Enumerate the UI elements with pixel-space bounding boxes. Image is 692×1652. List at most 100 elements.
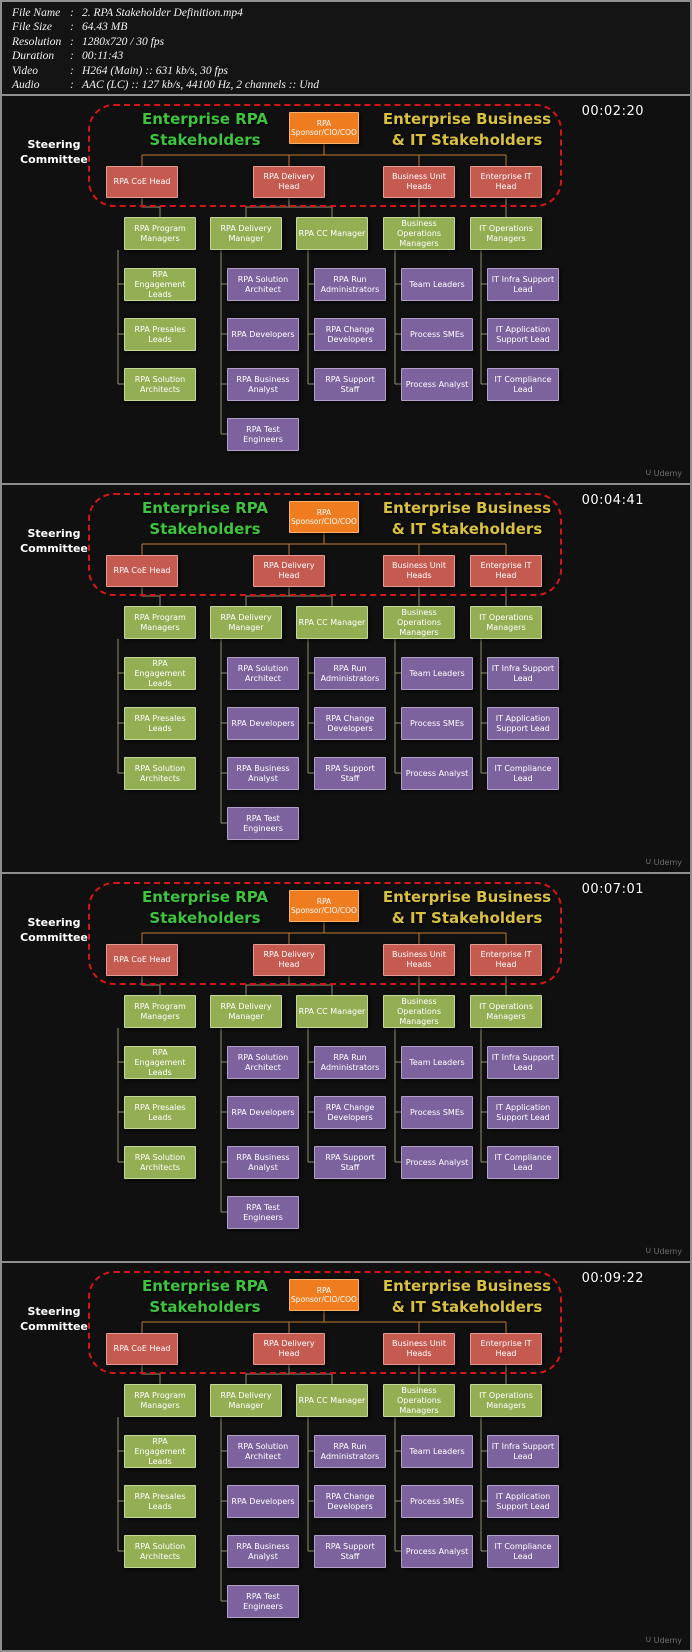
steering-committee-outline: [88, 104, 562, 207]
org-box: RPA Change Developers: [314, 1096, 386, 1129]
org-box: RPA Program Managers: [124, 1384, 196, 1417]
org-box: IT Operations Managers: [470, 217, 542, 250]
org-box: Business Unit Heads: [383, 944, 455, 976]
org-box-label: RPA Developers: [231, 1107, 295, 1117]
org-box: RPA Solution Architects: [124, 368, 196, 401]
org-box: RPA CoE Head: [106, 166, 178, 198]
org-box-label: RPA Support Staff: [325, 1541, 375, 1561]
org-box-label: RPA Delivery Head: [263, 561, 315, 580]
org-box: RPA Business Analyst: [227, 1535, 299, 1568]
org-box-label: IT Compliance Lead: [494, 763, 552, 783]
frame-timestamp: 00:02:20: [581, 104, 644, 119]
org-box: RPA CoE Head: [106, 555, 178, 587]
file-info-label: Audio: [12, 79, 40, 92]
org-box-label: RPA Sponsor/CIO/COO: [291, 1285, 357, 1304]
org-box: IT Operations Managers: [470, 606, 542, 639]
org-box: RPA Presales Leads: [124, 1485, 196, 1518]
enterprise-rpa-title: Enterprise RPA Stakeholders: [141, 110, 269, 149]
org-box-label: RPA Solution Architects: [134, 1152, 186, 1172]
org-box-label: RPA Business Analyst: [236, 1152, 290, 1172]
file-info-colon: :: [70, 35, 74, 48]
file-info-value: 00:11:43: [82, 50, 124, 63]
org-box-label: RPA Support Staff: [325, 374, 375, 394]
org-box-label: RPA Test Engineers: [243, 813, 283, 833]
org-box-label: RPA CoE Head: [113, 955, 171, 964]
org-box: RPA CC Manager: [296, 606, 368, 639]
org-box-label: RPA Solution Architect: [237, 663, 289, 683]
org-box-label: RPA CC Manager: [298, 1006, 366, 1016]
steering-committee-outline: [88, 493, 562, 596]
org-box-label: RPA Run Administrators: [320, 274, 380, 294]
org-box: RPA Delivery Head: [253, 1333, 325, 1365]
file-info-colon: :: [70, 79, 74, 92]
udemy-logo-icon: ∪: [645, 857, 652, 867]
org-box: RPA Support Staff: [314, 368, 386, 401]
file-info-row: Audio:AAC (LC) :: 127 kb/s, 44100 Hz, 2 …: [12, 78, 690, 92]
org-box: Process Analyst: [401, 757, 473, 790]
org-box: Enterprise IT Head: [470, 166, 542, 198]
org-box: RPA Run Administrators: [314, 268, 386, 301]
org-box: Enterprise IT Head: [470, 944, 542, 976]
org-box-label: RPA Test Engineers: [243, 424, 283, 444]
file-info-label: Video: [12, 64, 38, 77]
org-box-label: Team Leaders: [409, 1057, 465, 1067]
org-box: Business Operations Managers: [383, 606, 455, 639]
enterprise-rpa-title: Enterprise RPA Stakeholders: [141, 499, 269, 538]
org-box-label: RPA Delivery Head: [263, 172, 315, 191]
org-box: IT Application Support Lead: [487, 318, 559, 351]
org-box: Process SMEs: [401, 318, 473, 351]
org-box-label: RPA Presales Leads: [134, 1491, 186, 1511]
org-box: RPA Delivery Manager: [210, 1384, 282, 1417]
org-box-label: Team Leaders: [409, 668, 465, 678]
org-box-label: RPA Support Staff: [325, 1152, 375, 1172]
org-box-label: Process SMEs: [409, 718, 465, 728]
udemy-logo-icon: ∪: [645, 1246, 652, 1256]
org-box-label: IT Compliance Lead: [494, 1541, 552, 1561]
org-box: RPA Business Analyst: [227, 1146, 299, 1179]
org-box-label: RPA Test Engineers: [243, 1202, 283, 1222]
org-box: RPA Test Engineers: [227, 1585, 299, 1618]
steering-committee-outline: [88, 1271, 562, 1374]
org-box: RPA CoE Head: [106, 1333, 178, 1365]
steering-committee-label: Steering Committee: [20, 916, 88, 944]
org-box: RPA Program Managers: [124, 217, 196, 250]
org-box: RPA Solution Architect: [227, 1046, 299, 1079]
steering-committee-label: Steering Committee: [20, 1305, 88, 1333]
org-box-label: RPA Sponsor/CIO/COO: [291, 896, 357, 915]
org-box: Team Leaders: [401, 1435, 473, 1468]
org-box-label: RPA Developers: [231, 1496, 295, 1506]
file-info-colon: :: [70, 21, 74, 34]
org-box: Business Operations Managers: [383, 995, 455, 1028]
org-box: Process SMEs: [401, 1485, 473, 1518]
udemy-watermark-text: Udemy: [653, 1247, 682, 1256]
org-box: RPA Change Developers: [314, 318, 386, 351]
file-info-value: 64.43 MB: [82, 21, 128, 34]
org-box-label: Team Leaders: [409, 279, 465, 289]
org-box-label: RPA Engagement Leads: [134, 1047, 186, 1077]
org-box-label: IT Application Support Lead: [495, 1102, 551, 1122]
org-box-label: IT Application Support Lead: [495, 1491, 551, 1511]
enterprise-rpa-title: Enterprise RPA Stakeholders: [141, 1277, 269, 1316]
org-box-label: Process SMEs: [409, 329, 465, 339]
org-box-label: RPA Solution Architects: [134, 1541, 186, 1561]
org-box-label: RPA Delivery Manager: [220, 1001, 272, 1021]
udemy-watermark-text: Udemy: [653, 1636, 682, 1645]
org-box: Business Unit Heads: [383, 555, 455, 587]
org-box-label: Process SMEs: [409, 1496, 465, 1506]
org-box: RPA Delivery Manager: [210, 606, 282, 639]
org-box: RPA CC Manager: [296, 1384, 368, 1417]
org-box-label: RPA Delivery Head: [263, 1339, 315, 1358]
org-box: Enterprise IT Head: [470, 1333, 542, 1365]
file-info-colon: :: [70, 64, 74, 77]
org-box: Business Operations Managers: [383, 1384, 455, 1417]
org-box: Process SMEs: [401, 1096, 473, 1129]
org-box-label: Business Operations Managers: [397, 607, 441, 637]
udemy-watermark: ∪Udemy: [645, 857, 682, 868]
file-info-row: Video:H264 (Main) :: 631 kb/s, 30 fps: [12, 64, 690, 78]
org-box: RPA Solution Architect: [227, 657, 299, 690]
org-box: RPA Test Engineers: [227, 1196, 299, 1229]
org-box-label: Business Operations Managers: [397, 1385, 441, 1415]
org-box: RPA Solution Architects: [124, 1535, 196, 1568]
org-box-label: IT Infra Support Lead: [491, 663, 555, 683]
org-box-label: RPA Delivery Head: [263, 950, 315, 969]
